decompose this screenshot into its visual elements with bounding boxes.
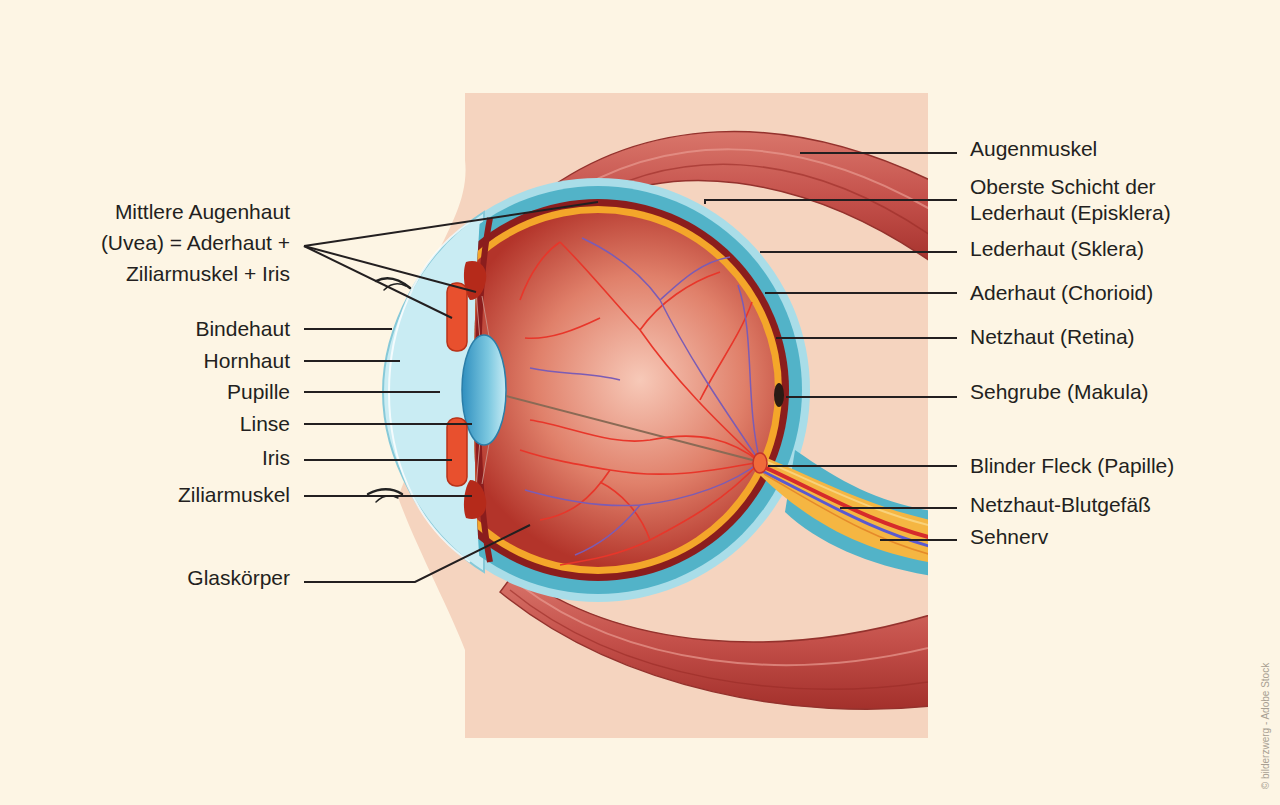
leader-line [705,200,957,204]
retinal-vessel [520,242,560,300]
leader-line [765,292,957,294]
label-anchor: Sehgrube (Makula) [970,379,1270,405]
leader-line [304,202,598,246]
part-label: Aderhaut (Chorioid) [970,280,1270,306]
label-anchor: Linse [30,411,290,437]
label-anchor: Glaskörper [30,565,290,591]
retinal-vessel [738,285,760,462]
leader-line [786,396,957,398]
part-label: Linse [30,411,290,437]
label-anchor: © bilderzwerg - Adobe Stock [1260,663,1272,789]
macula [774,383,784,407]
label-anchor: Sehnerv [970,524,1270,550]
part-label: Sehnerv [970,524,1270,550]
label-anchor: Mittlere Augenhaut (Uvea) = Aderhaut + Z… [55,196,290,289]
muscle-fibre [510,590,928,689]
leader-line [800,152,957,154]
retinal-vessel [582,238,760,462]
vitreous-body [421,213,775,567]
label-anchor: Pupille [30,379,290,405]
leader-line [840,507,957,509]
label-anchor: Iris [30,445,290,471]
part-label: Ziliarmuskel [30,482,290,508]
lens [462,335,506,445]
leader-line [776,337,957,339]
leader-line [304,246,452,318]
part-label: Sehgrube (Makula) [970,379,1270,405]
label-anchor: Hornhaut [30,348,290,374]
leader-line [304,328,392,330]
eyelash [368,490,402,495]
nerve-vessel [762,466,928,540]
part-label: Mittlere Augenhaut (Uvea) = Aderhaut + Z… [55,196,290,289]
label-anchor: Netzhaut-Blutgefäß [970,492,1270,518]
ciliary-muscle [464,480,486,519]
retinal-vessel [540,470,610,520]
zonule-fibre [476,440,480,488]
retinal-vessel [600,482,650,540]
part-label: Oberste Schicht der Lederhaut (Episklera… [970,174,1240,226]
label-anchor: Augenmuskel [970,136,1270,162]
label-anchor: Ziliarmuskel [30,482,290,508]
label-anchor: Aderhaut (Chorioid) [970,280,1270,306]
part-label: Bindehaut [30,316,290,342]
retinal-vessel [700,302,752,400]
leader-line [304,459,452,461]
retinal-vessel [660,257,730,300]
part-label: Lederhaut (Sklera) [970,236,1270,262]
leader-line [768,465,957,467]
retinal-vessel [525,462,760,506]
iris [447,418,467,486]
leader-line [304,495,472,497]
retina [414,206,782,574]
part-label: Blinder Fleck (Papille) [970,453,1270,479]
retinal-vessel [560,462,760,565]
watermark: © bilderzwerg - Adobe Stock [1260,663,1272,789]
sclera [394,186,802,594]
leader-line [760,251,957,253]
leader-line [304,360,400,362]
retinal-vessel [560,242,760,462]
part-label: Augenmuskel [970,136,1270,162]
optic-nerve [760,455,928,564]
part-label: Hornhaut [30,348,290,374]
label-anchor: Lederhaut (Sklera) [970,236,1270,262]
part-label: Iris [30,445,290,471]
nerve-fibre [762,460,928,528]
retinal-vessel [530,368,620,380]
part-label: Glaskörper [30,565,290,591]
retinal-vessel [530,420,760,462]
nerve-vessel [762,471,928,549]
zonule-fibre [476,292,480,340]
label-anchor: Oberste Schicht der Lederhaut (Episklera… [970,174,1240,226]
leader-line [880,539,957,541]
part-label: Pupille [30,379,290,405]
choroid [407,199,789,581]
part-label: Netzhaut-Blutgefäß [970,492,1270,518]
papilla [753,453,767,473]
leader-line [304,525,530,582]
leader-line [304,391,440,393]
leader-line [304,423,472,425]
label-anchor: Bindehaut [30,316,290,342]
leader-line [304,246,476,292]
part-label: Netzhaut (Retina) [970,324,1270,350]
retinal-vessel [575,505,640,555]
label-anchor: Blinder Fleck (Papille) [970,453,1270,479]
label-anchor: Netzhaut (Retina) [970,324,1270,350]
retinal-vessel [525,318,600,338]
retinal-vessel [520,450,760,474]
retinal-vessel [640,272,720,330]
nerve-fibre [764,474,928,557]
